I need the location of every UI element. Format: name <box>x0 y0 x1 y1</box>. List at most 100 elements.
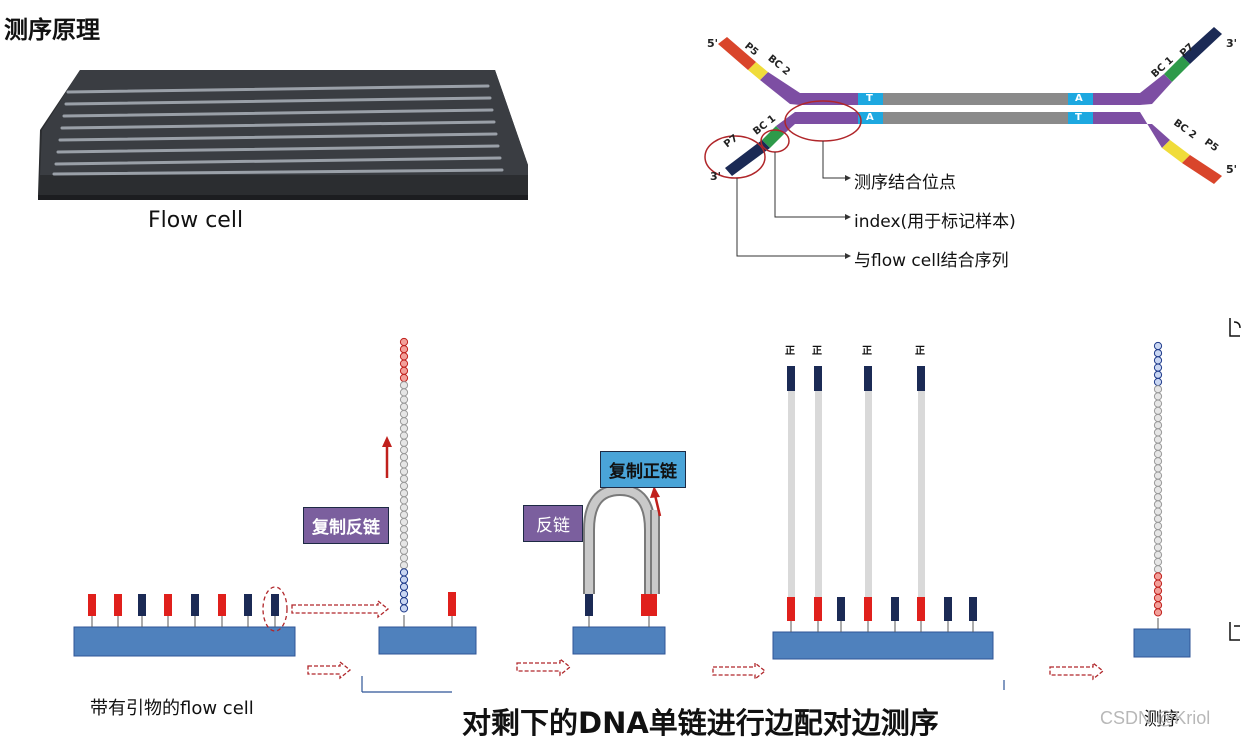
step1-flow-cell <box>73 586 296 657</box>
bead <box>1153 507 1163 516</box>
bead <box>399 546 409 555</box>
step5-sequencing <box>1133 341 1191 658</box>
bead <box>1153 586 1163 595</box>
bead <box>399 467 409 476</box>
step2-copy-reverse <box>361 337 477 693</box>
bead <box>399 366 409 375</box>
bead <box>399 589 409 599</box>
bead <box>1153 579 1163 588</box>
step5-caption: 测序 <box>1144 709 1180 730</box>
bead <box>1153 478 1163 487</box>
bead <box>399 489 409 498</box>
bead <box>1153 543 1163 552</box>
bead <box>399 395 409 404</box>
bead <box>399 553 409 563</box>
bead <box>399 409 409 419</box>
bead <box>399 474 409 483</box>
bead <box>1153 406 1163 415</box>
bead <box>399 337 409 347</box>
copy-reverse-label: 复制反链 <box>303 507 389 544</box>
bead <box>399 460 409 469</box>
bead <box>399 597 409 606</box>
bead <box>399 424 409 433</box>
forward-label-2: 正 <box>812 346 822 357</box>
bead <box>399 604 409 613</box>
flow-cell-caption: Flow cell <box>148 208 244 233</box>
bead-strand-step5 <box>1153 341 1163 617</box>
bead <box>1153 500 1163 509</box>
bead <box>399 431 409 440</box>
bead <box>399 568 409 577</box>
bead <box>1153 392 1163 401</box>
label-5prime-bottom-right: 5' <box>1226 163 1238 176</box>
step1-caption: 带有引物的flow cell <box>90 698 254 719</box>
flow-arrows <box>291 599 1105 681</box>
bead <box>399 575 409 584</box>
bead <box>399 525 409 534</box>
page-title: 测序原理 <box>4 15 100 44</box>
bottom-description: 对剩下的DNA单链进行边配对边测序 <box>462 706 939 740</box>
bead <box>1153 593 1163 603</box>
bead <box>1153 536 1163 545</box>
bead <box>1153 442 1163 451</box>
bead <box>399 438 409 447</box>
bead <box>399 352 409 361</box>
edge-fragments <box>1229 318 1241 641</box>
bead <box>1153 413 1163 423</box>
bead <box>399 373 409 383</box>
bead <box>1153 363 1163 372</box>
bead <box>399 532 409 541</box>
reverse-strand-label: 反链 <box>523 505 583 542</box>
callout-sequencing-site: 测序结合位点 <box>854 173 956 193</box>
bead-strand-step2 <box>399 337 409 613</box>
bead <box>399 496 409 505</box>
bead <box>1153 521 1163 531</box>
flow-cell-image <box>38 70 528 200</box>
copy-forward-label: 复制正链 <box>600 451 686 488</box>
bead <box>399 345 409 354</box>
label-t-right: T <box>1075 112 1082 123</box>
bead <box>399 481 409 491</box>
watermark: CSDN @Kriol <box>1100 708 1211 728</box>
forward-label-4: 正 <box>915 346 925 357</box>
bead <box>1153 493 1163 502</box>
callout-index: index(用于标记样本) <box>854 212 1016 232</box>
bead <box>1153 565 1163 574</box>
bead <box>399 510 409 519</box>
bead <box>1153 399 1163 408</box>
adapter-diagram <box>704 27 1222 259</box>
bead <box>1153 557 1163 567</box>
bead <box>399 453 409 462</box>
bead <box>1153 464 1163 473</box>
bead <box>1153 485 1163 495</box>
bead <box>1153 529 1163 538</box>
bead <box>399 359 409 368</box>
bead <box>1153 385 1163 394</box>
bead <box>1153 341 1163 351</box>
bead <box>1153 471 1163 480</box>
bead <box>399 417 409 426</box>
bead <box>399 445 409 455</box>
bead <box>1153 428 1163 437</box>
bead <box>1153 457 1163 466</box>
bead <box>399 561 409 570</box>
bead <box>1153 421 1163 430</box>
bead <box>1153 514 1163 523</box>
label-t-left: T <box>866 93 873 104</box>
label-a-right: A <box>1075 93 1083 104</box>
bead <box>1153 377 1163 387</box>
bead <box>1153 349 1163 358</box>
bead <box>1153 608 1163 617</box>
callout-flowcell-binding: 与flow cell结合序列 <box>854 251 1009 271</box>
bead <box>399 388 409 397</box>
label-3prime-top-right: 3' <box>1226 37 1238 50</box>
bead <box>1153 370 1163 379</box>
step4-clusters <box>772 366 1005 690</box>
bead <box>1153 550 1163 559</box>
bead <box>399 517 409 527</box>
bead <box>1153 572 1163 581</box>
label-a-left: A <box>866 112 874 123</box>
bead <box>399 539 409 548</box>
bead <box>399 503 409 512</box>
